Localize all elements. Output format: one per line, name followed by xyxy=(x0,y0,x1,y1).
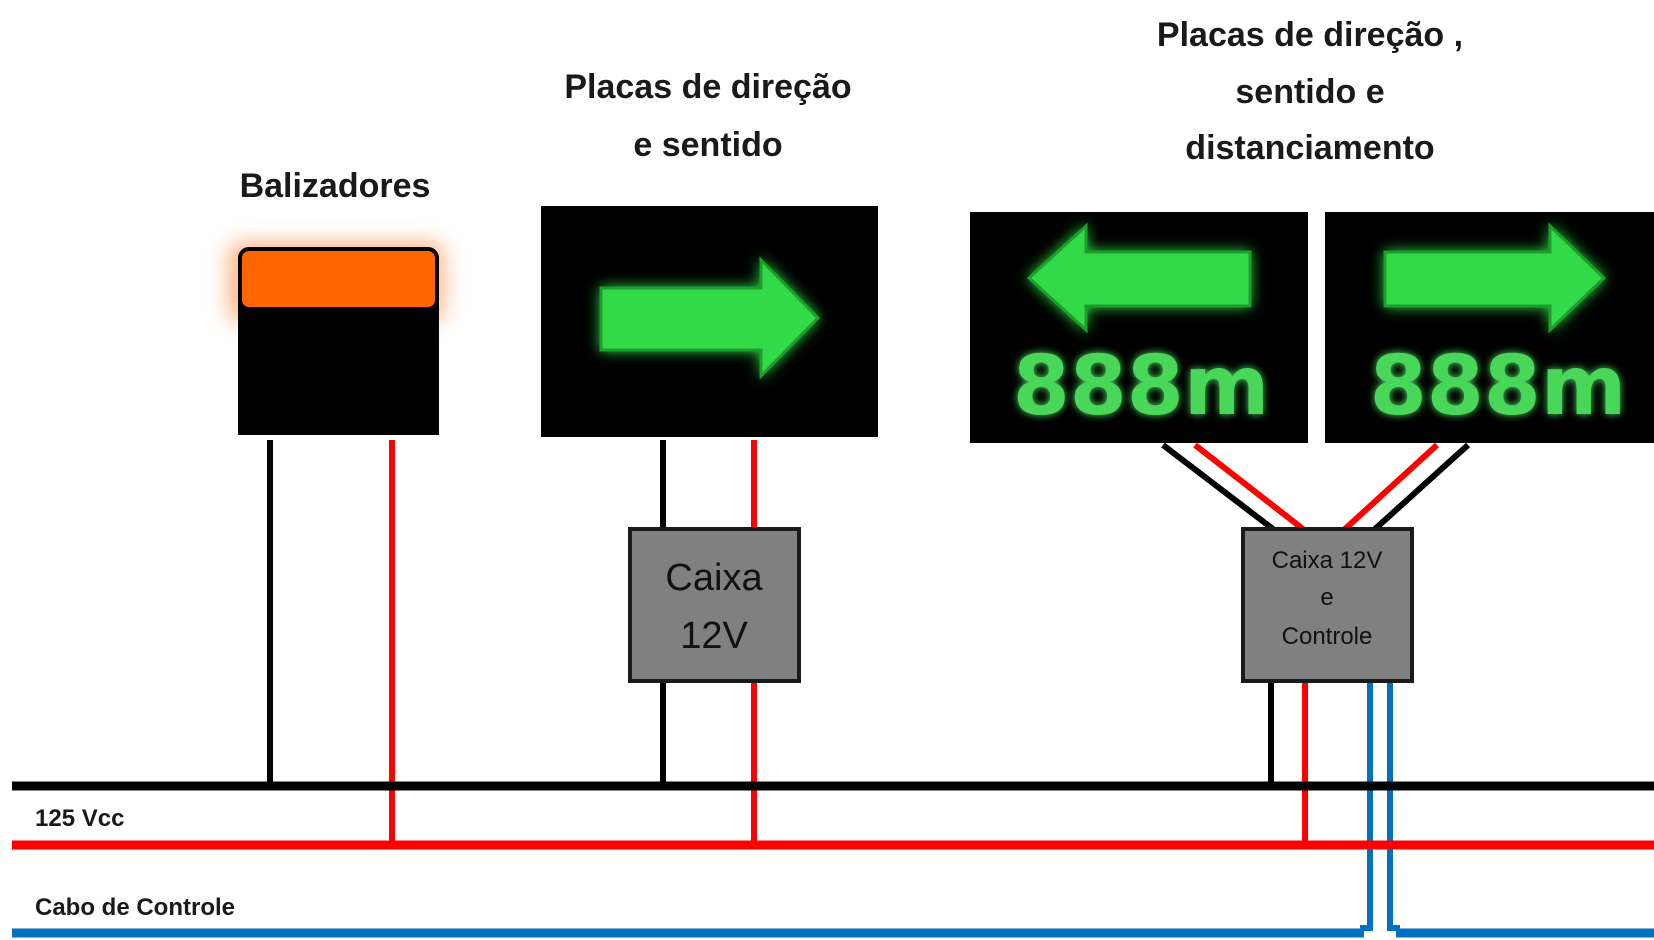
arrow-right-icon xyxy=(599,256,821,380)
balizador-device xyxy=(228,242,444,435)
balizador-body xyxy=(238,302,439,435)
distance-readout-right: 888m xyxy=(1370,339,1627,434)
title-placas-distancia-line-2: sentido e xyxy=(1235,73,1384,111)
direction-sign xyxy=(541,206,878,437)
box-12v-control-line-3: Controle xyxy=(1282,623,1373,650)
title-placas-direcao: Placas de direção e sentido xyxy=(564,68,851,164)
wire-box2-control-b xyxy=(1387,681,1400,931)
box-12v-line-1: Caixa xyxy=(665,557,763,599)
box-12v-control-frame xyxy=(1241,527,1414,683)
wire-left-sign-positive xyxy=(1193,442,1305,532)
box-12v-control: Caixa 12V e Controle xyxy=(1241,527,1414,683)
distance-sign-left: 888m xyxy=(970,212,1308,443)
distance-sign-right: 888m xyxy=(1325,212,1654,443)
title-placas-distancia-line-3: distanciamento xyxy=(1185,129,1434,167)
box-12v-line-2: 12V xyxy=(680,615,748,657)
bus-label-125vcc: 125 Vcc xyxy=(35,805,124,832)
wire-right-sign-positive xyxy=(1342,442,1440,532)
balizador-light xyxy=(238,247,439,311)
box-12v-frame xyxy=(628,527,801,683)
box-12v-control-line-2: e xyxy=(1320,584,1333,611)
box-12v-control-line-1: Caixa 12V xyxy=(1272,547,1383,574)
wire-right-sign-negative xyxy=(1372,442,1471,532)
box-12v: Caixa 12V xyxy=(628,527,801,683)
bus-label-control: Cabo de Controle xyxy=(35,894,235,921)
title-balizadores: Balizadores xyxy=(240,167,431,205)
title-placas-distancia: Placas de direção , sentido e distanciam… xyxy=(1157,16,1463,167)
arrow-left-icon xyxy=(1026,222,1252,334)
title-placas-distancia-line-1: Placas de direção , xyxy=(1157,16,1463,54)
title-placas-direcao-line-2: e sentido xyxy=(633,126,782,164)
wire-box2-control-a xyxy=(1360,681,1373,931)
title-placas-direcao-line-1: Placas de direção xyxy=(564,68,851,106)
distance-readout-left: 888m xyxy=(1013,339,1270,434)
arrow-right-icon xyxy=(1383,222,1607,334)
wire-left-sign-negative xyxy=(1161,442,1275,532)
